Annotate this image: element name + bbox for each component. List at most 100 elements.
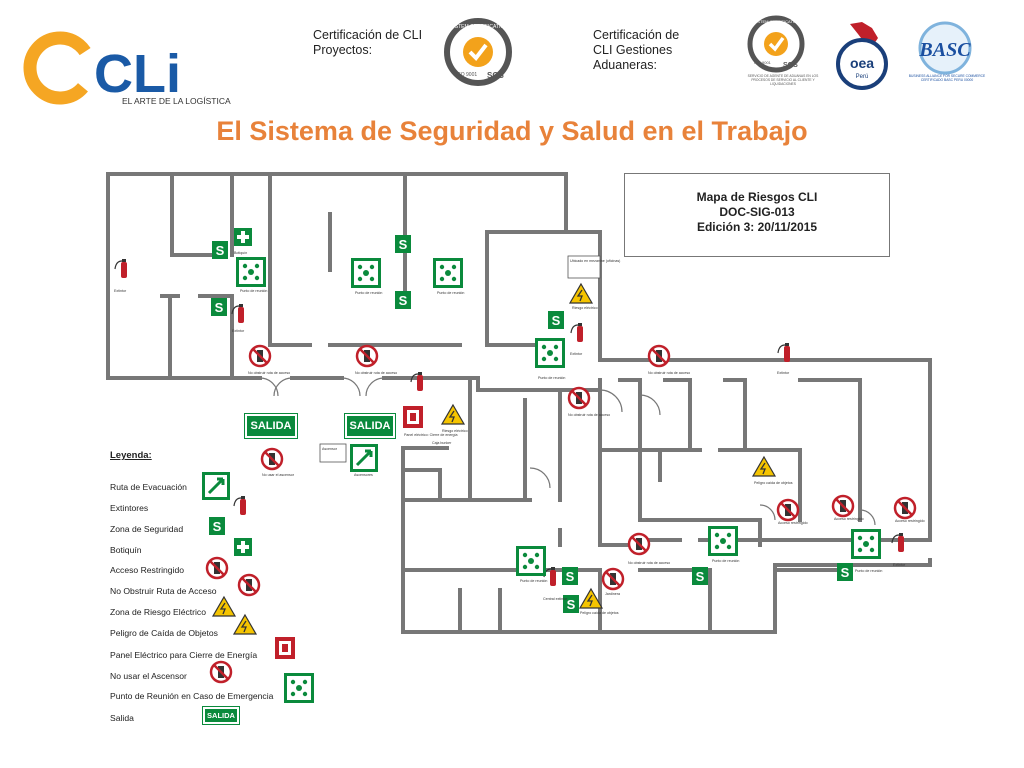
no-elevator-icon — [260, 447, 284, 471]
svg-text:Punto de reunión: Punto de reunión — [437, 291, 464, 295]
svg-text:Jardinera: Jardinera — [605, 592, 620, 596]
elevator-note-box — [319, 443, 347, 463]
logo-text: CLi — [94, 44, 181, 104]
extinguisher-icon — [570, 322, 584, 343]
svg-text:Central extintor: Central extintor — [543, 597, 568, 601]
legend-item: Botiquín — [110, 545, 142, 555]
meeting-point-icon — [351, 258, 381, 288]
exit-sign: SALIDA — [244, 413, 298, 439]
falling-objects-icon — [752, 456, 776, 477]
safety-zone-icon — [395, 235, 411, 253]
legend-item: Punto de Reunión en Caso de Emergencia — [110, 691, 274, 701]
legend-meeting-point-icon — [284, 673, 314, 703]
svg-text:No obstruir ruta de acceso: No obstruir ruta de acceso — [628, 561, 670, 565]
oea-peru-badge: oea Perú — [836, 22, 888, 90]
meeting-point-icon — [236, 257, 266, 287]
legend-electric-risk-icon — [212, 596, 236, 617]
sgs-iso-badge-aduaneras: SYSTEM CERTIFICATION ISO 9001 SGS SERVIC… — [747, 15, 818, 86]
legend-exit-sign: SALIDA — [202, 706, 240, 725]
meeting-point-icon — [535, 338, 565, 368]
svg-text:Acceso restringido: Acceso restringido — [895, 519, 925, 523]
no-obstruct-icon — [567, 386, 591, 410]
legend-safety-zone-icon — [209, 517, 225, 535]
doors — [259, 377, 876, 526]
svg-text:No obstruir ruta de acceso: No obstruir ruta de acceso — [648, 371, 690, 375]
sgs-iso-badge-proyectos: SYSTEM CERTIFICATION ISO 9001 SGS — [444, 18, 512, 86]
extinguisher-icon — [114, 258, 128, 279]
svg-text:Acceso restringido: Acceso restringido — [778, 521, 808, 525]
svg-text:SGS: SGS — [487, 71, 505, 80]
legend-item: Extintores — [110, 503, 149, 513]
plan-labels: Extintor Extintor Extintor Extintor Exti… — [114, 251, 925, 615]
no-obstruct-icon — [647, 344, 671, 368]
check-icon — [468, 43, 488, 62]
map-info-box: Mapa de Riesgos CLI DOC-SIG-013 Edición … — [624, 173, 890, 257]
svg-text:Peligro caída de objetos: Peligro caída de objetos — [754, 481, 793, 485]
legend-no-elevator-icon — [209, 660, 233, 684]
legend-first-aid-icon — [234, 538, 252, 556]
legend-no-obstruct-icon — [237, 573, 261, 597]
legend-item: No Obstruir Ruta de Acceso — [110, 586, 217, 596]
svg-text:Punto de reunión: Punto de reunión — [855, 569, 882, 573]
map-info-title: Mapa de Riesgos CLI — [696, 190, 818, 204]
safety-zone-icon — [211, 298, 227, 316]
svg-text:Punto de reunión: Punto de reunión — [240, 289, 267, 293]
restricted-access-icon — [776, 498, 800, 522]
legend-item: Ruta de Evacuación — [110, 482, 187, 492]
no-obstruct-icon — [355, 344, 379, 368]
basc-badge: BASC BUSINESS ALLIANCE FOR SECURE COMMER… — [909, 21, 985, 82]
legend-item: Panel Eléctrico para Cierre de Energía — [110, 650, 258, 660]
svg-text:Extintor: Extintor — [893, 563, 906, 567]
safety-zone-icon — [548, 311, 564, 329]
svg-text:Riesgo eléctrico: Riesgo eléctrico — [572, 306, 598, 310]
svg-text:Ascensores: Ascensores — [354, 473, 373, 477]
extinguisher-icon — [891, 532, 905, 553]
svg-text:Ascensor: Ascensor — [322, 447, 338, 451]
svg-text:ISO 9001: ISO 9001 — [456, 72, 477, 78]
meeting-point-icon — [708, 526, 738, 556]
svg-text:Acceso restringido: Acceso restringido — [834, 517, 864, 521]
map-info-doc: DOC-SIG-013 — [719, 205, 795, 219]
meeting-point-icon — [433, 258, 463, 288]
svg-text:Punto de reunión: Punto de reunión — [712, 559, 739, 563]
legend-symbols — [200, 470, 314, 703]
safety-zone-icon — [562, 567, 578, 585]
safety-zone-icon — [395, 291, 411, 309]
svg-text:No obstruir ruta de acceso: No obstruir ruta de acceso — [568, 413, 610, 417]
restricted-access-icon — [831, 494, 855, 518]
legend-falling-objects-icon — [233, 614, 257, 635]
no-obstruct-icon — [248, 344, 272, 368]
svg-text:Ubicado en mezanine (oficinas): Ubicado en mezanine (oficinas) — [570, 259, 620, 263]
page-title: El Sistema de Seguridad y Salud en el Tr… — [216, 116, 808, 146]
svg-text:Botiquín: Botiquín — [234, 251, 247, 255]
legend-item: No usar el Ascensor — [110, 671, 187, 681]
check-icon — [768, 36, 785, 52]
safety-zone-icon — [692, 567, 708, 585]
cert-proyectos-label: Certificación de CLI Proyectos: — [313, 28, 423, 57]
first-aid-icon — [234, 228, 252, 246]
mezzanine-note-box — [567, 255, 601, 279]
svg-text:Riesgo eléctrico: Riesgo eléctrico — [442, 429, 468, 433]
legend-item: Acceso Restringido — [110, 565, 185, 575]
svg-text:SGS: SGS — [783, 62, 798, 69]
svg-text:ISO 9001: ISO 9001 — [754, 60, 772, 65]
svg-text:SYSTEM CERTIFICATION: SYSTEM CERTIFICATION — [448, 24, 508, 30]
legend-extinguisher-icon — [233, 495, 247, 516]
svg-text:Punto de reunión: Punto de reunión — [538, 376, 565, 380]
legend-electric-panel-icon — [275, 637, 295, 659]
svg-text:SYSTEM CERTIFICATION: SYSTEM CERTIFICATION — [752, 19, 800, 24]
svg-text:Extintor: Extintor — [777, 371, 790, 375]
electric-risk-icon — [569, 283, 593, 304]
extinguisher-icon — [410, 371, 424, 392]
svg-text:Perú: Perú — [856, 74, 869, 80]
electric-panel-icon — [403, 406, 423, 428]
safety-zone-icon — [212, 241, 228, 259]
svg-text:No obstruir ruta de acceso: No obstruir ruta de acceso — [248, 371, 290, 375]
building-walls — [106, 172, 932, 634]
logo-tagline: EL ARTE DE LA LOGÍSTICA — [122, 96, 231, 106]
legend-item: Salida — [110, 713, 134, 723]
svg-text:oea: oea — [850, 55, 874, 71]
svg-text:Punto de reunión: Punto de reunión — [355, 291, 382, 295]
legend-item: Zona de Riesgo Eléctrico — [110, 607, 207, 617]
